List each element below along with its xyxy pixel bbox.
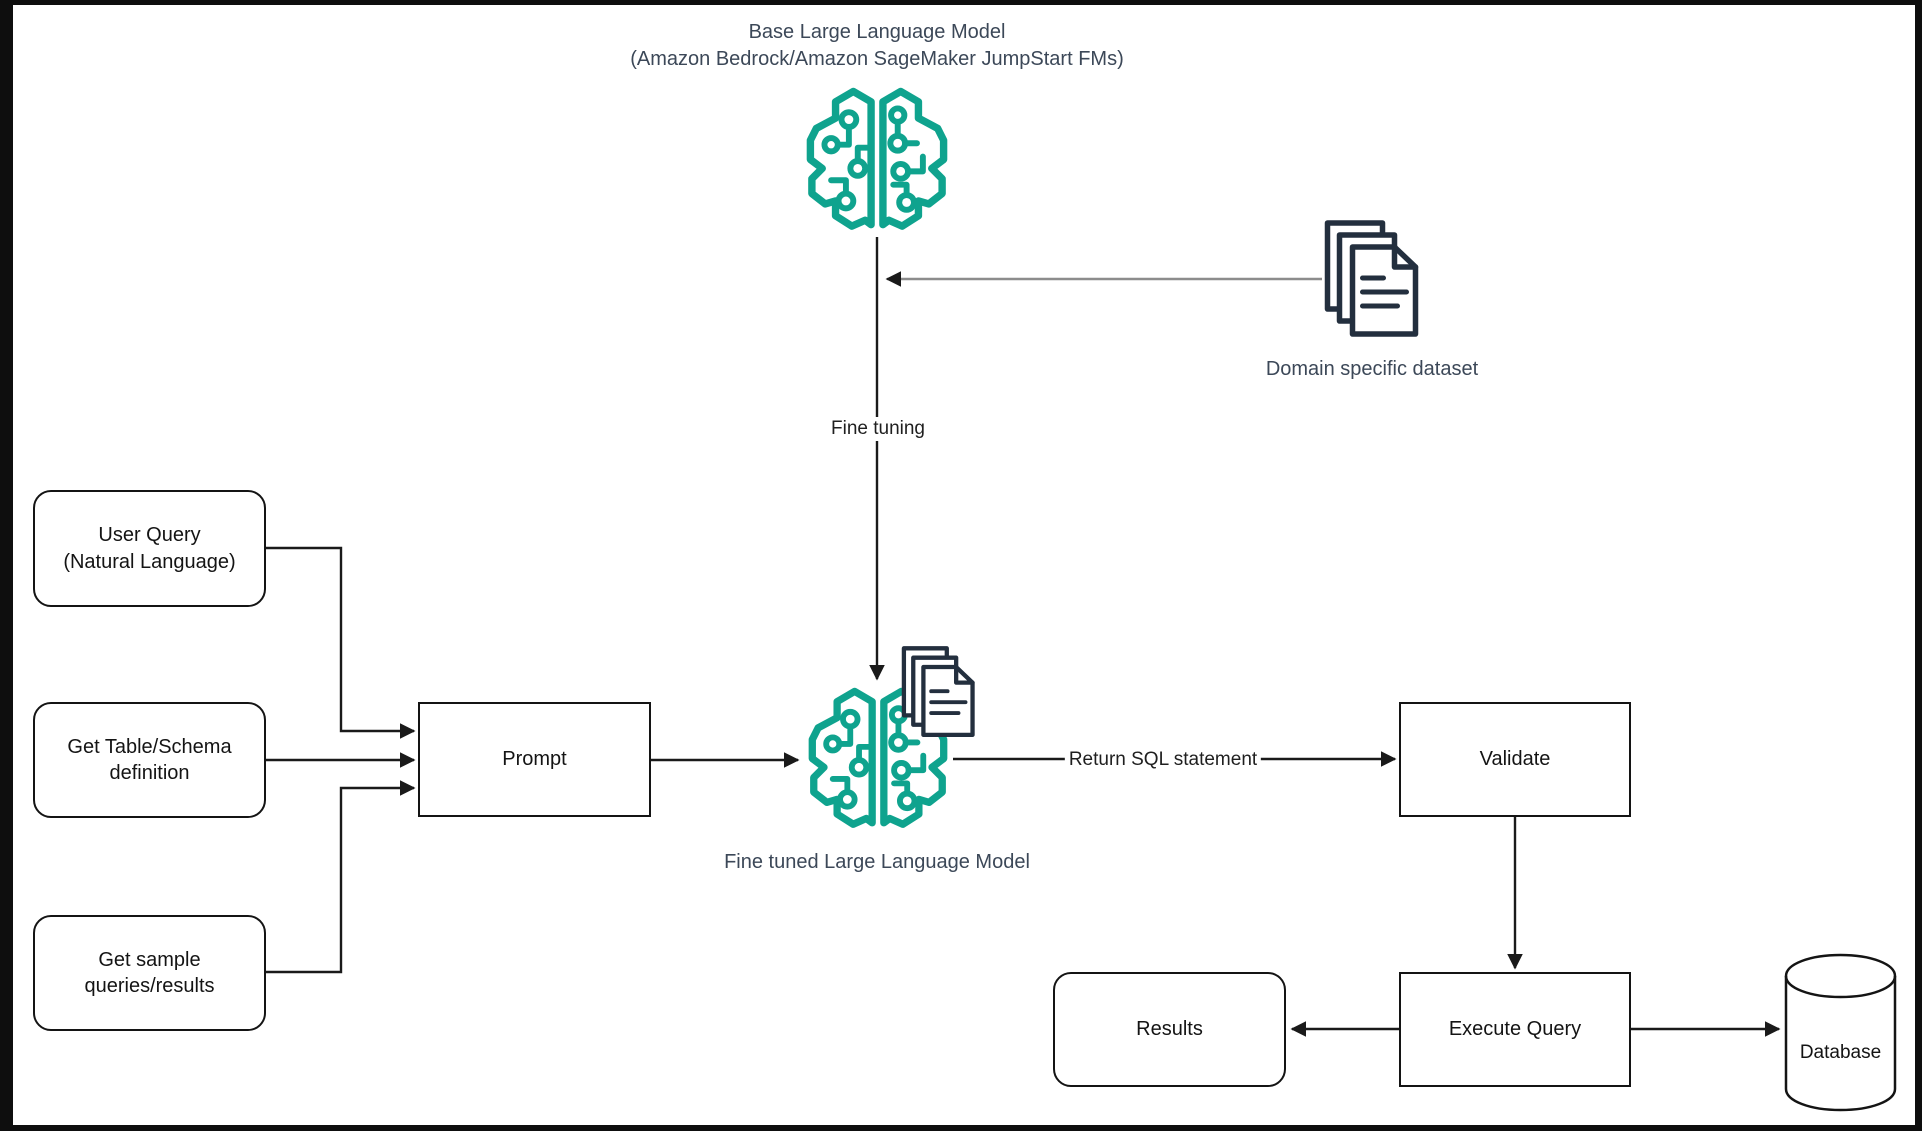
execute-query-label: Execute Query — [1448, 1018, 1582, 1041]
validate-label: Validate — [1479, 748, 1551, 771]
title-line1: Base Large Language Model — [748, 21, 1006, 43]
database-label: Database — [1799, 1042, 1882, 1063]
results-label: Results — [1136, 1018, 1203, 1041]
node-execute-query: Execute Query — [1399, 972, 1631, 1087]
title-line2: (Amazon Bedrock/Amazon SageMaker JumpSta… — [630, 48, 1124, 70]
node-prompt: Prompt — [418, 702, 651, 817]
domain-dataset-caption: Domain specific dataset — [1265, 358, 1479, 380]
fine-tuned-model-caption: Fine tuned Large Language Model — [724, 851, 1030, 873]
node-get-table-schema: Get Table/Schema definition — [33, 702, 266, 818]
get-sample-queries-line1: Get sample — [98, 948, 201, 971]
user-query-line1: User Query — [98, 524, 201, 547]
get-sample-queries-line2: queries/results — [84, 975, 215, 997]
node-get-sample-queries: Get sample queries/results — [33, 915, 266, 1031]
prompt-label: Prompt — [502, 748, 567, 771]
return-sql-edge-label: Return SQL statement — [1064, 748, 1262, 772]
database-cylinder-icon — [1783, 952, 1898, 1118]
diagram-title: Base Large Language Model (Amazon Bedroc… — [427, 19, 1327, 73]
node-validate: Validate — [1399, 702, 1631, 817]
diagram-canvas — [13, 5, 1915, 1125]
domain-dataset-documents-icon — [1322, 220, 1423, 343]
fine-tune-dataset-documents-icon — [900, 643, 978, 746]
node-results: Results — [1053, 972, 1286, 1087]
get-table-schema-line2: definition — [109, 762, 190, 784]
base-model-brain-icon — [802, 87, 952, 240]
node-user-query: User Query (Natural Language) — [33, 490, 266, 607]
user-query-line2: (Natural Language) — [63, 550, 236, 573]
fine-tuning-edge-label: Fine tuning — [826, 417, 930, 441]
get-table-schema-line1: Get Table/Schema — [67, 735, 232, 758]
